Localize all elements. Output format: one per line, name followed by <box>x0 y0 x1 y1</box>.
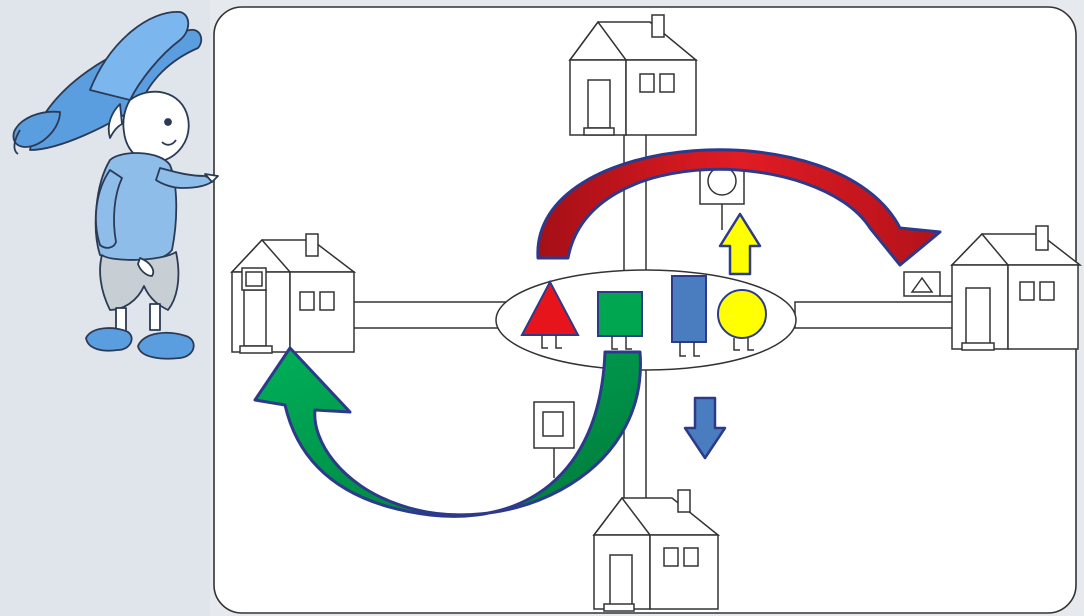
figure-rectangle <box>671 275 707 357</box>
yellow-arrow-up <box>718 212 762 276</box>
sign-square <box>533 401 575 478</box>
bottom-house <box>592 489 721 612</box>
dunno-character <box>12 11 219 360</box>
red-arrow <box>536 148 942 267</box>
green-arrow <box>253 346 642 518</box>
left-house <box>230 233 357 354</box>
top-house <box>568 14 699 136</box>
right-house <box>903 225 1083 351</box>
figure-triangle <box>520 279 580 349</box>
figure-square <box>597 291 643 350</box>
blue-arrow-down <box>683 396 727 460</box>
figure-circle <box>717 289 767 351</box>
